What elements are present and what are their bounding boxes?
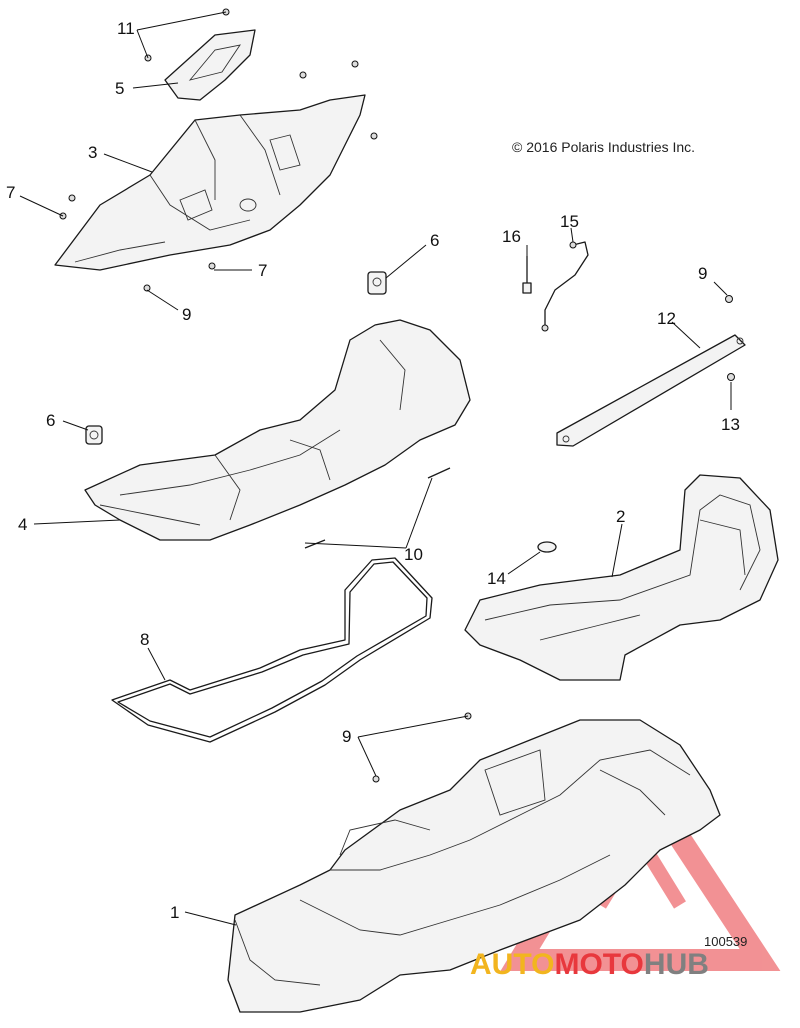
callout-8: 8: [140, 630, 149, 649]
screw-mid: [68, 194, 76, 202]
leader-lines: [19, 11, 732, 926]
callout-10: 10: [404, 545, 423, 564]
part-12-strap: [556, 334, 746, 447]
part-4-floor-panel: [84, 319, 471, 541]
part-16-pin: [522, 256, 532, 294]
callout-9c: 9: [342, 727, 351, 746]
screw-top-1: [299, 71, 307, 79]
callout-13: 13: [721, 415, 740, 434]
screw-7b: [208, 262, 216, 270]
part-10-pin-a: [427, 467, 451, 479]
callout-7a: 7: [6, 183, 15, 202]
callout-16: 16: [502, 227, 521, 246]
callout-14: 14: [487, 569, 506, 588]
screw-9c-b: [372, 775, 380, 783]
callout-9b: 9: [698, 264, 707, 283]
callout-12: 12: [657, 309, 676, 328]
callout-4: 4: [18, 515, 27, 534]
callout-9a: 9: [182, 305, 191, 324]
part-8-seal: [111, 557, 433, 743]
callout-2: 2: [616, 507, 625, 526]
part-6-latch-a: [367, 271, 387, 295]
watermark-auto: AUTO: [470, 948, 554, 981]
copyright-notice: © 2016 Polaris Industries Inc.: [512, 139, 695, 155]
screw-top-2: [351, 60, 359, 68]
callout-5: 5: [115, 79, 124, 98]
watermark-hub: HUB: [644, 948, 709, 981]
callout-15: 15: [560, 212, 579, 231]
part-2-tub: [464, 474, 779, 681]
watermark-moto: MOTO: [554, 948, 643, 981]
screw-9b: [725, 295, 733, 303]
part-6-latch-b: [85, 425, 103, 445]
callout-3: 3: [88, 143, 97, 162]
part-15-cable: [541, 241, 589, 332]
screw-top-3: [370, 132, 378, 140]
callout-11: 11: [117, 19, 135, 38]
part-5-bracket: [164, 29, 256, 101]
part-3-cover: [54, 94, 366, 271]
watermark-text: AUTOMOTOHUB: [470, 948, 709, 981]
figure-number: 100539: [704, 934, 747, 949]
screw-9a: [143, 284, 151, 292]
part-13-nut: [727, 373, 735, 381]
part-10-pin-b: [304, 539, 326, 549]
callout-6a: 6: [430, 231, 439, 250]
part-14-plug: [537, 541, 557, 553]
part-1-body: [227, 719, 721, 1013]
callout-1: 1: [170, 903, 179, 922]
callout-6b: 6: [46, 411, 55, 430]
callout-7b: 7: [258, 261, 267, 280]
